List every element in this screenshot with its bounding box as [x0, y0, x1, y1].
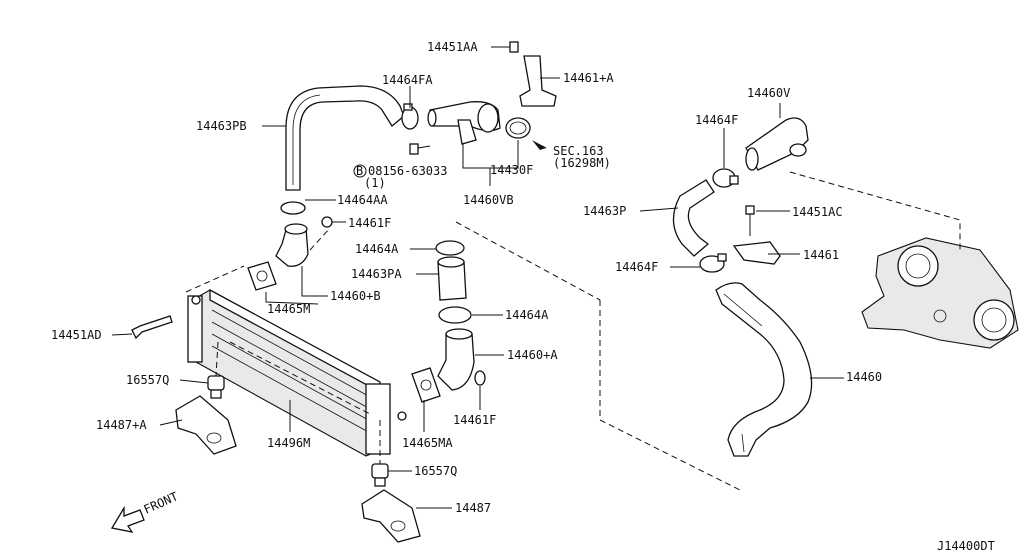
mount-16557Q-lower-drawing: [371, 463, 389, 487]
label-bolt-qty: (1): [364, 176, 386, 190]
label-14487: 14487: [455, 501, 491, 515]
label-14460VB: 14460VB: [463, 193, 514, 207]
label-14463P: 14463P: [583, 204, 626, 218]
clamp-14464A-lower-drawing: [438, 306, 472, 324]
diagram-code: J14400DT: [937, 539, 995, 553]
leader-lines: [111, 46, 844, 509]
pipe-14460-drawing: [715, 282, 813, 457]
label-14451AA: 14451AA: [427, 40, 478, 54]
label-bolt-number: 08156-63033: [368, 164, 447, 178]
pipe-14460V-drawing: [745, 117, 809, 171]
section-arrow-icon: [532, 140, 547, 150]
label-14460: 14460: [846, 370, 882, 384]
label-14464FA: 14464FA: [382, 73, 433, 87]
pipe-14460pB-drawing: [275, 223, 309, 267]
pipe-14460VB-drawing: [427, 101, 501, 145]
bolt-symbol-letter: B: [356, 164, 363, 178]
label-16557Q-lower: 16557Q: [414, 464, 457, 478]
label-14464F-lower: 14464F: [615, 260, 658, 274]
label-14461F-lower: 14461F: [453, 413, 496, 427]
label-14465M: 14465M: [267, 302, 310, 316]
clamp-14430F-drawing: [505, 117, 531, 139]
label-14464AA: 14464AA: [337, 193, 388, 207]
label-14464A-upper: 14464A: [355, 242, 399, 256]
bracket-14461pA-drawing: [509, 41, 557, 107]
label-14463PA: 14463PA: [351, 267, 402, 281]
clamp-14464AA-drawing: [280, 201, 306, 215]
dashed-guide-lines: [185, 171, 961, 491]
bracket-14487pA-drawing: [175, 395, 237, 455]
label-14461pA: 14461+A: [563, 71, 614, 85]
bracket-14461-drawing: [732, 241, 781, 265]
clamp-14464F-lower-drawing: [699, 253, 727, 273]
clamp-14464F-upper-drawing: [712, 168, 739, 188]
pipe-14460pA-drawing: [437, 328, 475, 391]
bolt-14451AC-drawing: [745, 205, 755, 236]
bolt-14451AD-drawing: [131, 315, 173, 340]
label-14465MA: 14465MA: [402, 436, 453, 450]
label-14496M: 14496M: [267, 436, 310, 450]
label-14430F: 14430F: [490, 163, 533, 177]
bracket-14487-drawing: [361, 489, 421, 543]
bolt-08156-drawing: [409, 143, 431, 155]
label-14463PB: 14463PB: [196, 119, 247, 133]
label-14461F-upper: 14461F: [348, 216, 391, 230]
hose-14463P-drawing: [672, 179, 715, 257]
gasket-14465M-drawing: [247, 261, 277, 291]
hose-14463PA-drawing: [437, 256, 467, 301]
mount-16557Q-left-drawing: [207, 375, 225, 399]
label-14461: 14461: [803, 248, 839, 262]
hose-14463PB-drawing: [285, 85, 405, 191]
label-14460pB: 14460+B: [330, 289, 381, 303]
label-16298M: (16298M): [553, 156, 611, 170]
clip-14461F-lower-drawing: [474, 370, 486, 386]
label-14451AC: 14451AC: [792, 205, 843, 219]
label-14460V: 14460V: [747, 86, 790, 100]
label-14487pA: 14487+A: [96, 418, 147, 432]
bolt-symbol-icon: B: [353, 164, 367, 178]
label-sec163: SEC.163: [553, 144, 604, 158]
label-14464A-lower: 14464A: [505, 308, 549, 322]
clamp-14464A-upper-drawing: [435, 240, 465, 256]
label-14451AD: 14451AD: [51, 328, 102, 342]
label-16557Q-left: 16557Q: [126, 373, 169, 387]
gasket-14465MA-drawing: [411, 367, 441, 403]
intercooler-14496M-drawing: [187, 288, 407, 457]
front-label: FRONT: [142, 489, 181, 516]
label-14464F-upper: 14464F: [695, 113, 738, 127]
clip-14461F-upper-drawing: [321, 216, 333, 228]
label-14460pA: 14460+A: [507, 348, 558, 362]
front-arrow-icon: [110, 505, 145, 533]
turbocharger-drawing: [861, 237, 1019, 349]
